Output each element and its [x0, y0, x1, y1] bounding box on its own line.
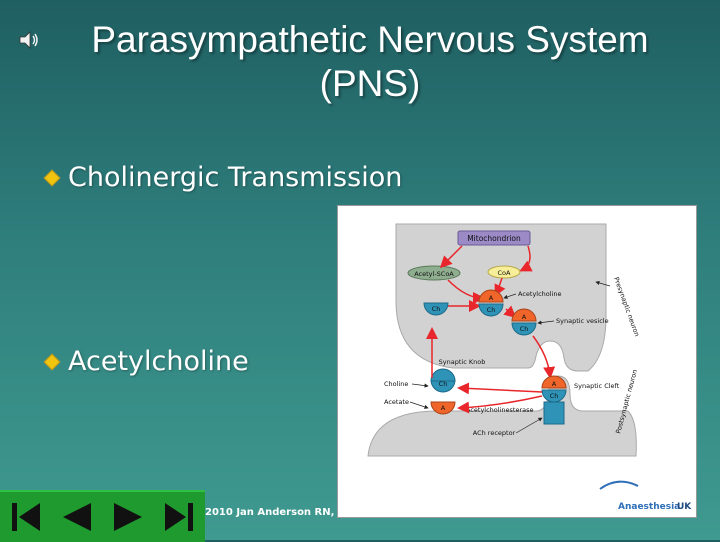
mitochondrion-box [457, 230, 531, 246]
ch-label: Ch [439, 380, 448, 388]
slide-navigation [0, 490, 205, 542]
pointer-line [515, 417, 543, 434]
acetate-left [430, 401, 456, 415]
arrow-mito-acetyl [439, 245, 463, 269]
anaesthesia-uk-logo: Anaesthesia UK [599, 480, 692, 512]
logo-swoosh-icon [599, 480, 639, 490]
ch-label: Ch [487, 306, 496, 314]
acetylcholine-label: Acetylcholine [518, 290, 562, 298]
prev-icon [62, 503, 91, 531]
pointer-line [411, 383, 429, 388]
synaptic-vesicle-label: Synaptic vesicle [556, 317, 609, 325]
postsynaptic-membrane [367, 375, 637, 457]
mitochondrion-label: Mitochondrion [467, 234, 521, 243]
logo-main-text: Anaesthesia [618, 502, 680, 512]
bullet-acetylcholine: Acetylcholine [43, 346, 249, 377]
next-slide-button[interactable] [108, 497, 148, 537]
pointer-line [503, 293, 517, 299]
pointer-line [595, 280, 611, 287]
bullet-text: Cholinergic Transmission [68, 162, 403, 193]
choline-half [478, 303, 504, 317]
arrow-cleft-choline [457, 382, 543, 395]
footer-copyright: 2010 Jan Anderson RN, [205, 507, 335, 518]
choline-half-knob [423, 302, 449, 316]
arrow-mito-coa [519, 245, 533, 272]
a-label: A [552, 380, 557, 388]
acetate-half [478, 289, 504, 303]
ch-label: Ch [432, 305, 441, 313]
ch-label: Ch [520, 325, 529, 333]
acetylcholinesterase-label: Acetylcholinesterase [466, 406, 533, 414]
vesicle-choline [511, 322, 537, 336]
ch-label: Ch [550, 392, 559, 400]
vesicle-acetate [511, 308, 537, 322]
speaker-icon[interactable] [16, 28, 40, 52]
synaptic-knob-label: Synaptic Knob [439, 358, 486, 366]
ach-receptor-shape [543, 401, 565, 425]
synapse-diagram: Mitochondrion Acetyl-SCoA CoA Ch A Ch Ac… [337, 205, 697, 518]
last-icon [165, 503, 194, 531]
synaptic-cleft-label: Synaptic Cleft [574, 382, 620, 390]
last-slide-button[interactable] [159, 497, 199, 537]
logo-suffix-text: UK [677, 502, 692, 512]
coa-label: CoA [498, 269, 512, 277]
arrow-ach-vesicle [503, 305, 517, 318]
arrow-cleft-acetate [457, 395, 543, 414]
a-label: A [522, 313, 527, 321]
a-label: A [441, 404, 446, 412]
coa-node [487, 265, 521, 279]
a-label: A [489, 294, 494, 302]
ach-receptor-label: ACh receptor [473, 429, 516, 437]
cleft-acetate [541, 375, 567, 389]
diamond-bullet-icon [43, 353, 61, 370]
title-line-1: Parasympathetic Nervous System [91, 19, 649, 60]
next-icon [114, 503, 143, 531]
arrow-vesicle-cleft [532, 335, 556, 379]
presynaptic-neuron-label: Presynaptic neuron [612, 276, 641, 338]
bullet-text: Acetylcholine [68, 346, 249, 377]
first-slide-button[interactable] [6, 497, 46, 537]
acetyl-scoa-node [407, 265, 461, 281]
pointer-line [537, 320, 555, 325]
diamond-bullet-icon [43, 169, 61, 186]
bullet-cholinergic: Cholinergic Transmission [43, 162, 403, 193]
pointer-line [409, 401, 429, 409]
first-icon [11, 503, 40, 531]
acetyl-scoa-label: Acetyl-SCoA [414, 270, 454, 278]
acetate-label: Acetate [384, 398, 409, 406]
synapse-diagram-svg: Mitochondrion Acetyl-SCoA CoA Ch A Ch Ac… [367, 223, 692, 512]
slide-title: Parasympathetic Nervous System (PNS) [40, 18, 700, 106]
choline-label: Choline [384, 380, 408, 388]
previous-slide-button[interactable] [57, 497, 97, 537]
choline-left [430, 379, 456, 393]
title-line-2: (PNS) [319, 63, 421, 104]
